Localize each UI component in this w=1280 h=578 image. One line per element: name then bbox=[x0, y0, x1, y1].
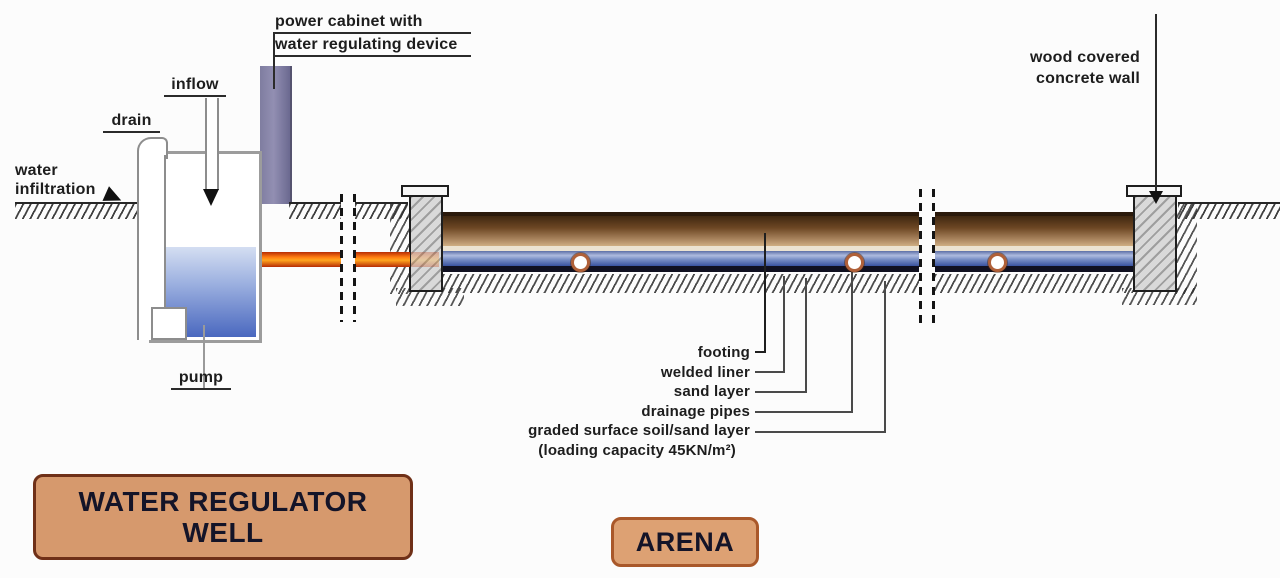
ground-surface-mid1 bbox=[289, 202, 341, 219]
sand-layer bbox=[443, 246, 919, 251]
inflow-arrow-icon bbox=[203, 189, 219, 206]
left-wall-cap bbox=[401, 185, 449, 197]
drainage-pipes-leader-v bbox=[851, 266, 853, 413]
water-infiltration-label: water infiltration bbox=[15, 161, 96, 199]
surface-edge-line bbox=[935, 212, 1133, 216]
inflow-label: inflow bbox=[164, 74, 226, 97]
drain-pipe-inner-leg bbox=[152, 155, 166, 310]
inflow-label-text: inflow bbox=[164, 74, 226, 97]
water-infiltration-line2: infiltration bbox=[15, 181, 96, 198]
drainage-pipes-leader-h bbox=[755, 411, 853, 413]
break-line bbox=[919, 189, 922, 328]
sand-layer-leader-v bbox=[805, 278, 807, 393]
drainage-pipe-icon bbox=[988, 253, 1007, 272]
supply-pipe-seg2 bbox=[355, 252, 410, 267]
water-sand-layer bbox=[443, 251, 919, 266]
arena-section-left bbox=[443, 205, 919, 293]
drain-pipe-elbow bbox=[137, 137, 168, 159]
power-cabinet-leader bbox=[273, 32, 275, 89]
power-cabinet-label-line1: power cabinet with bbox=[275, 11, 471, 34]
layer-labels: footing welded liner sand layer drainage… bbox=[480, 343, 750, 460]
ground-surface-left bbox=[15, 202, 141, 219]
drainage-pipes-label: drainage pipes bbox=[641, 402, 750, 420]
water-regulator-well-box: WATER REGULATOR WELL bbox=[33, 474, 413, 560]
sand-layer bbox=[935, 246, 1133, 251]
well-box-line1: WATER REGULATOR bbox=[78, 486, 368, 517]
footing-layer bbox=[443, 274, 919, 293]
graded-surface-soil-layer bbox=[443, 216, 919, 246]
supply-pipe-through-wall bbox=[411, 252, 439, 267]
footing-leader-h bbox=[755, 351, 766, 353]
drain-label: drain bbox=[103, 110, 160, 133]
pump-label-text: pump bbox=[171, 367, 231, 390]
footing-layer bbox=[935, 274, 1133, 293]
pump-label: pump bbox=[171, 367, 231, 390]
inflow-pipe bbox=[205, 98, 219, 190]
right-concrete-wall bbox=[1133, 194, 1177, 292]
power-cabinet bbox=[260, 66, 292, 204]
pump-box bbox=[151, 307, 187, 340]
welded-liner bbox=[935, 266, 1133, 272]
sand-layer-leader-h bbox=[755, 391, 807, 393]
arena-box-text: ARENA bbox=[635, 526, 735, 557]
drainage-pipe-icon bbox=[845, 253, 864, 272]
excavation-under-right-wall bbox=[1122, 288, 1197, 305]
excavation-left-wall bbox=[390, 204, 410, 294]
loading-capacity-label: (loading capacity 45KN/m²) bbox=[538, 441, 736, 459]
pump-leader bbox=[203, 325, 205, 389]
graded-surface-leader-v bbox=[884, 281, 886, 433]
wood-wall-line2: concrete wall bbox=[1036, 70, 1140, 87]
power-cabinet-label: power cabinet with water regulating devi… bbox=[275, 11, 471, 57]
wood-wall-line1: wood covered bbox=[1030, 49, 1140, 66]
left-concrete-wall bbox=[409, 194, 443, 292]
drainage-pipe-icon bbox=[571, 253, 590, 272]
power-cabinet-label-line2: water regulating device bbox=[275, 34, 471, 57]
well-box-line2: WELL bbox=[182, 517, 264, 548]
wood-wall-leader bbox=[1155, 14, 1157, 192]
ground-surface-right bbox=[1178, 202, 1280, 219]
welded-liner-leader-h bbox=[755, 371, 785, 373]
sand-layer-label: sand layer bbox=[673, 383, 750, 400]
welded-liner bbox=[443, 266, 919, 272]
break-line bbox=[340, 194, 343, 322]
supply-pipe-seg1 bbox=[259, 252, 341, 267]
welded-liner-label: welded liner bbox=[660, 363, 750, 381]
break-line bbox=[353, 194, 356, 322]
welded-liner-leader-v bbox=[783, 276, 785, 373]
graded-surface-label: graded surface soil/sand layer bbox=[528, 422, 750, 439]
arena-box: ARENA bbox=[611, 517, 759, 567]
surface-edge-line bbox=[443, 212, 919, 216]
wood-wall-label: wood covered concrete wall bbox=[1000, 47, 1140, 89]
footing-leader-v bbox=[764, 233, 766, 353]
wood-wall-arrow-icon bbox=[1149, 191, 1163, 204]
water-infiltration-line1: water bbox=[15, 162, 58, 179]
break-line bbox=[932, 189, 935, 328]
arena-section-right bbox=[935, 205, 1133, 293]
water-sand-layer bbox=[935, 251, 1133, 266]
footing-label: footing bbox=[697, 344, 750, 361]
graded-surface-soil-layer bbox=[935, 216, 1133, 246]
graded-surface-leader-h bbox=[755, 431, 886, 433]
excavation-right-wall bbox=[1175, 204, 1197, 294]
drain-label-text: drain bbox=[103, 110, 160, 133]
